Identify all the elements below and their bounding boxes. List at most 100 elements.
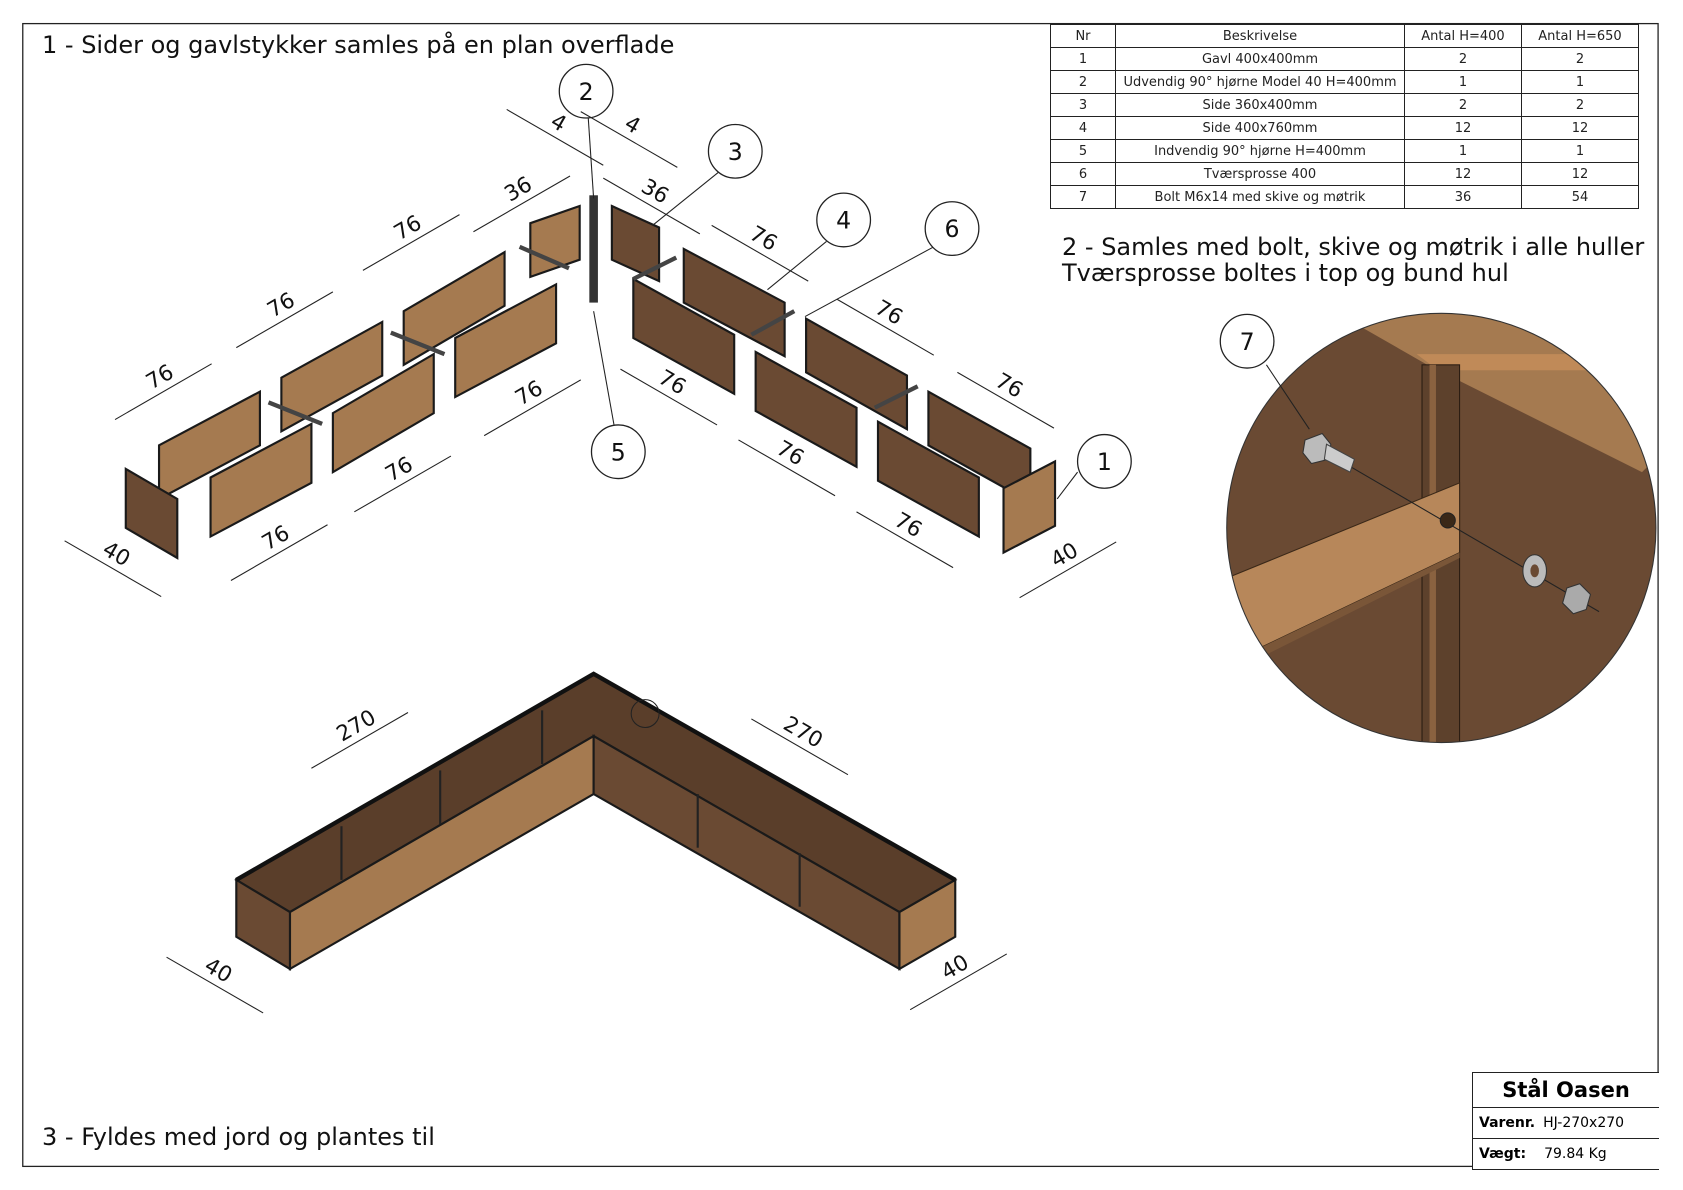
side-panel: [454, 282, 558, 399]
weight-row: Vægt: 79.84 Kg: [1473, 1139, 1659, 1169]
dimension-line: [166, 956, 264, 1014]
dimension-label: 36: [500, 172, 536, 207]
side-panel: [754, 350, 858, 469]
table-cell: 2: [1404, 47, 1522, 71]
table-cell: 36: [1404, 185, 1522, 209]
table-cell: Udvendig 90° hjørne Model 40 H=400mm: [1115, 70, 1405, 94]
side-panel: [331, 352, 435, 475]
cross-brace: [632, 255, 678, 281]
dimension-line: [354, 455, 452, 513]
table-cell: 54: [1521, 185, 1639, 209]
right-end-gable: [898, 878, 957, 971]
side-panel: [402, 250, 506, 367]
side-panel: [529, 204, 581, 279]
dimension-label: 270: [332, 705, 380, 747]
table-cell: 1: [1404, 139, 1522, 163]
balloon-number: 5: [611, 438, 626, 466]
dimension-label: 76: [772, 436, 808, 471]
table-cell: 1: [1050, 47, 1116, 71]
dimension-label: 40: [200, 953, 236, 988]
column-header: Nr: [1050, 24, 1116, 48]
dimension-label: 76: [263, 288, 299, 323]
title-block: Stål Oasen Varenr.HJ-270x270 Vægt: 79.84 …: [1472, 1072, 1659, 1170]
table-cell: 1: [1521, 70, 1639, 94]
cross-brace: [750, 309, 796, 337]
gable-panel: [124, 467, 179, 560]
table-cell: 5: [1050, 139, 1116, 163]
dimension-label: 76: [890, 508, 926, 543]
item-number-row: Varenr.HJ-270x270: [1473, 1108, 1659, 1139]
dimension-label: 40: [937, 950, 973, 985]
exploded-view: [124, 195, 1057, 560]
balloon-number: 3: [728, 138, 743, 166]
detail-view-bolt: [1226, 312, 1657, 744]
dimension-label: 76: [871, 295, 907, 330]
table-cell: 12: [1521, 116, 1639, 140]
balloon-number: 4: [836, 207, 851, 235]
side-panel: [280, 320, 384, 434]
cross-brace: [267, 400, 323, 426]
dimension-line: [230, 524, 328, 581]
balloon-7: 7: [1219, 313, 1310, 430]
balloon-2: 2: [558, 63, 614, 199]
side-panel: [209, 422, 313, 539]
table-cell: 12: [1404, 162, 1522, 186]
table-cell: Side 400x760mm: [1115, 116, 1405, 140]
dimension-line: [856, 511, 954, 569]
dimension-line: [836, 298, 935, 356]
gable-panel: [1002, 459, 1057, 555]
balloon-number: 1: [1097, 448, 1112, 476]
table-cell: 2: [1521, 47, 1639, 71]
column-header: Beskrivelse: [1115, 24, 1405, 48]
side-panel: [610, 204, 661, 283]
dimension-label: 76: [390, 211, 426, 246]
dimension-label: 4: [620, 111, 644, 139]
sheet-border: [22, 22, 1659, 1168]
dimension-line: [1019, 541, 1117, 599]
balloon-5: 5: [590, 311, 646, 480]
side-panel: [157, 389, 261, 501]
step2-line2: Tværsprosse boltes i top og bund hul: [1062, 259, 1509, 287]
dimension-line: [738, 439, 836, 497]
step2-instruction: 2 - Samles med bolt, skive og møtrik i a…: [1062, 234, 1644, 286]
table-cell: 2: [1404, 93, 1522, 117]
nut-icon: [1561, 583, 1592, 615]
dimension-label: 76: [142, 360, 178, 395]
dimension-label: 76: [745, 221, 781, 256]
assembled-view: [234, 671, 958, 971]
dimension-line: [114, 363, 212, 421]
item-number-value: HJ-270x270: [1543, 1115, 1625, 1131]
dimension-line: [236, 291, 334, 349]
dimension-line: [580, 111, 678, 168]
dimension-line: [711, 224, 809, 282]
step2-line1: 2 - Samles med bolt, skive og møtrik i a…: [1062, 233, 1645, 261]
balloon-4: 4: [767, 192, 872, 291]
weight-value: 79.84 Kg: [1544, 1146, 1607, 1162]
dimension-label: 40: [98, 537, 134, 572]
dimension-line: [909, 953, 1008, 1011]
dimension-line: [483, 379, 582, 437]
dimension-line: [957, 371, 1055, 429]
table-cell: 2: [1521, 93, 1639, 117]
dimension-label: 4: [546, 109, 570, 137]
dimension-line: [751, 718, 849, 776]
table-cell: Side 360x400mm: [1115, 93, 1405, 117]
balloon-number: 2: [579, 78, 594, 106]
dimension-line: [603, 177, 701, 235]
weight-label: Vægt:: [1479, 1146, 1527, 1162]
column-header: Antal H=400: [1404, 24, 1522, 48]
dimension-line: [473, 175, 571, 233]
table-cell: 4: [1050, 116, 1116, 140]
balloon-6: 6: [804, 201, 980, 318]
company-name: Stål Oasen: [1473, 1073, 1659, 1108]
